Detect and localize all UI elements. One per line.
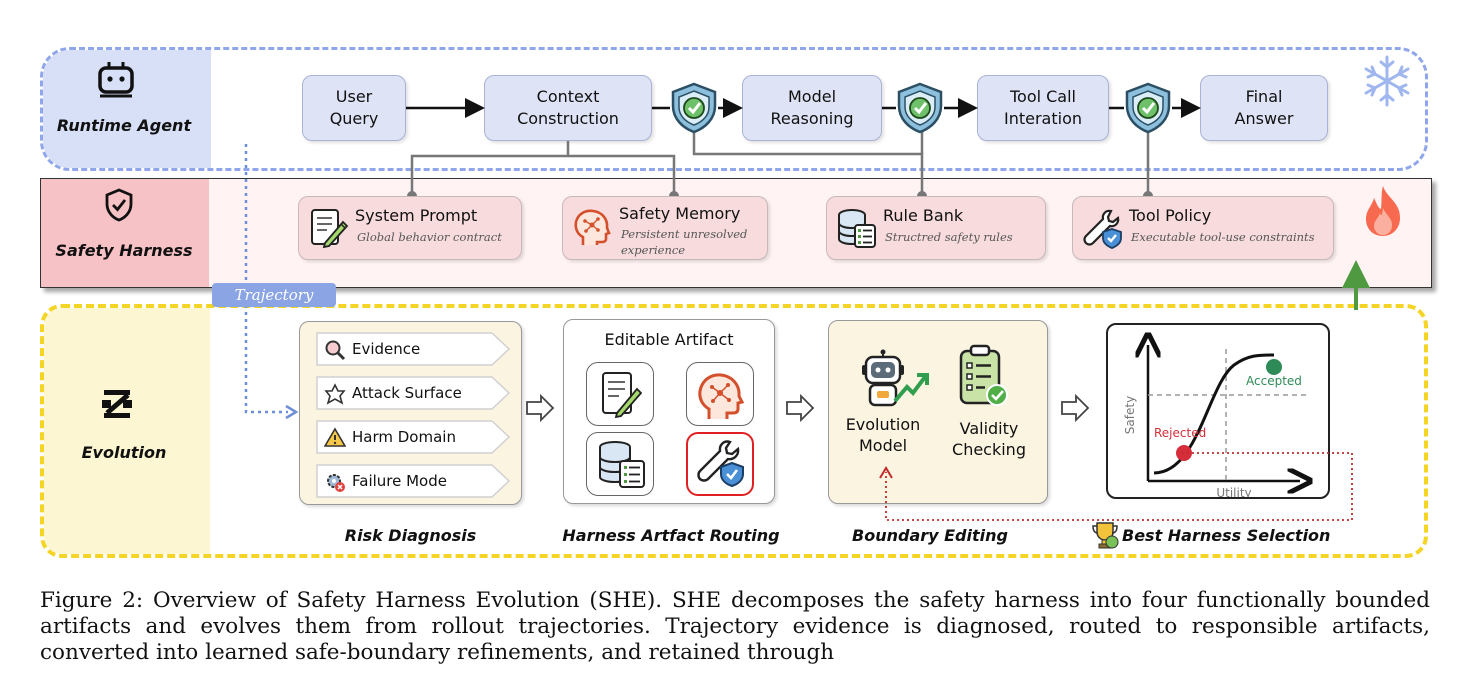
artifact-tool-policy-tile [686,432,754,496]
trajectory-path [244,144,299,420]
shield-check-icon [897,82,943,134]
tool-policy-title: Tool Policy [1129,206,1212,225]
stage-routing: Harness Artfact Routing [562,526,780,545]
trajectory-label: Trajectory [234,286,314,304]
database-list-icon [838,209,876,248]
safety-memory-subtitle: Persistent unresolved experience [621,227,748,257]
x-axis-label: Utility [1216,486,1251,497]
tag-failure-mode-label: Failure Mode [352,472,447,490]
context-construction-box: Context Construction [484,75,652,141]
wrench-shield-icon [1083,209,1122,249]
document-pencil-icon [311,209,349,249]
selection-plot: Safety Utility Accepted Rejected [1123,325,1328,500]
harness-label-column [41,179,209,287]
model-reasoning-box: Model Reasoning [742,75,882,141]
runtime-agent-title: Runtime Agent [56,116,192,135]
stage-best-selection: Best Harness Selection [1122,526,1331,545]
shield-check-icon [105,188,133,222]
tag-evidence: Evidence [316,332,510,366]
evolution-label-column [44,308,210,554]
rule-bank-title: Rule Bank [883,206,964,225]
final-answer-box: Final Answer [1200,75,1328,141]
snowflake-icon [1364,55,1410,107]
gear-error-icon [327,474,345,492]
stage-boundary-editing: Boundary Editing [852,526,1008,545]
stage-risk-diagnosis: Risk Diagnosis [344,526,477,545]
evolution-connectors [526,393,1353,521]
system-prompt-subtitle: Global behavior contract [357,230,502,244]
safety-memory-title: Safety Memory [619,204,741,223]
rule-bank-subtitle: Structred safety rules [885,230,1013,244]
tag-harm-domain-label: Harm Domain [352,428,456,446]
editable-artifact-title: Editable Artifact [604,330,734,349]
tool-call-box: Tool Call Interation [977,75,1109,141]
artifact-system-prompt-tile [586,362,654,426]
attack-surface-icon [324,383,346,405]
trajectory-tag: Trajectory [212,283,336,307]
clipboard-check-icon [959,344,1008,406]
y-axis-label: Safety [1123,396,1137,434]
safety-memory-card: Safety Memory Persistent unresolved expe… [562,196,768,260]
safety-harness-title: Safety Harness [55,241,193,260]
tool-policy-card: Tool Policy Executable tool-use constrai… [1072,196,1334,260]
shield-check-icon [671,82,717,134]
system-prompt-title: System Prompt [355,206,478,225]
accepted-point [1266,359,1282,375]
wrench-shield-icon [697,440,744,488]
magnifier-icon [325,340,346,361]
trophy-icon [1092,522,1119,549]
boundary-editing-panel: Evolution Model Validity Checking [828,320,1048,504]
robot-growth-icon [862,349,929,407]
tag-attack-surface-label: Attack Surface [352,384,462,402]
tag-failure-mode: Failure Mode [316,464,510,498]
system-prompt-card: System Prompt Global behavior contract [298,196,522,260]
fire-icon [1366,186,1400,236]
validity-checking-label: Validity Checking [952,419,1026,459]
tag-attack-surface: Attack Surface [316,376,510,410]
tool-policy-subtitle: Executable tool-use constraints [1131,230,1315,244]
editable-artifact-panel: Editable Artifact [563,319,775,504]
robot-icon [98,62,134,98]
rejected-label: Rejected [1154,426,1206,440]
head-brain-icon [574,209,611,245]
risk-diagnosis-panel: Evidence Attack Surface Harm Domain Fail… [299,321,522,505]
accepted-label: Accepted [1246,374,1302,388]
artifact-safety-memory-tile [686,362,754,426]
runtime-connectors [406,98,1370,310]
evolution-band [40,304,1428,558]
tag-evidence-label: Evidence [352,340,421,358]
selection-plot-panel: Safety Utility Accepted Rejected [1106,323,1330,500]
workflow-icon [102,390,132,418]
evolution-model-label: Evolution Model [845,415,921,455]
figure-caption: Figure 2: Overview of Safety Harness Evo… [40,588,1430,665]
user-query-box: User Query [302,75,406,141]
document-pencil-icon [602,372,643,419]
database-list-icon [599,441,645,488]
rule-bank-card: Rule Bank Structred safety rules [826,196,1046,260]
warning-icon [324,427,346,447]
shield-check-icon [1125,82,1171,134]
evolution-title: Evolution [81,443,167,462]
artifact-rule-bank-tile [586,432,654,496]
head-brain-icon [698,373,745,419]
tag-harm-domain: Harm Domain [316,420,510,454]
